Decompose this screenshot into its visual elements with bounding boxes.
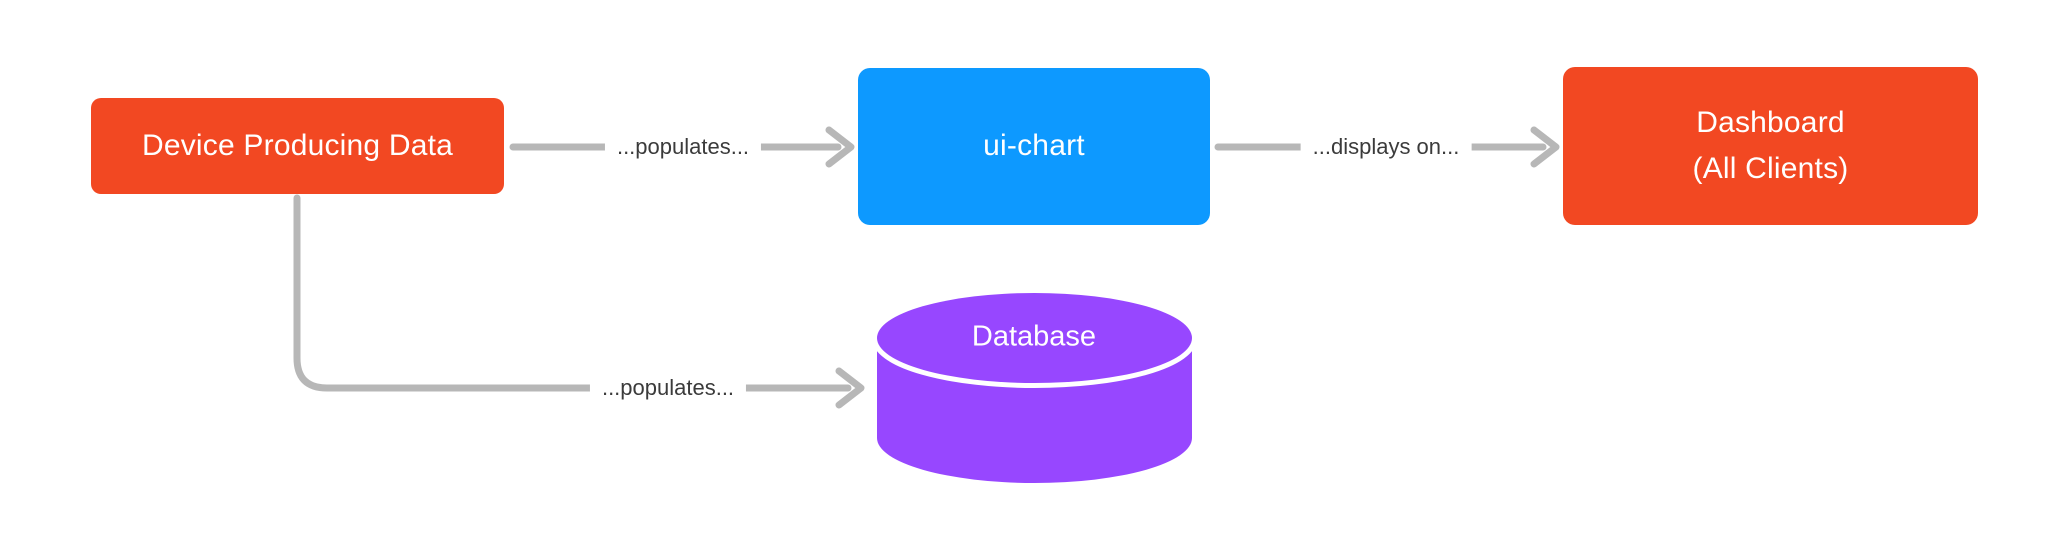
node-database-label: Database [971,320,1097,353]
edge-label-displays-on[interactable]: ...displays on... [1300,132,1472,162]
node-label: Device Producing Data [141,128,454,162]
arrowhead-right-icon [835,367,865,409]
arrowhead-right-icon [1530,126,1560,168]
arrowhead-right-icon [825,126,855,168]
edge-label-populates-top[interactable]: ...populates... [604,132,762,162]
node-label: Dashboard (All Clients) [1692,105,1849,186]
node-dashboard[interactable]: Dashboard (All Clients) [1563,67,1978,225]
node-label: ui-chart [983,129,1085,163]
node-database-shape[interactable] [872,293,1197,483]
node-ui-chart[interactable]: ui-chart [858,68,1210,225]
edge-label-populates-bottom[interactable]: ...populates... [589,373,747,403]
node-device-producing-data[interactable]: Device Producing Data [91,98,504,194]
cylinder-body [877,338,1192,483]
edge-line [293,194,852,392]
cylinder-lid [877,293,1192,383]
edge-device-to-database[interactable] [293,194,865,409]
